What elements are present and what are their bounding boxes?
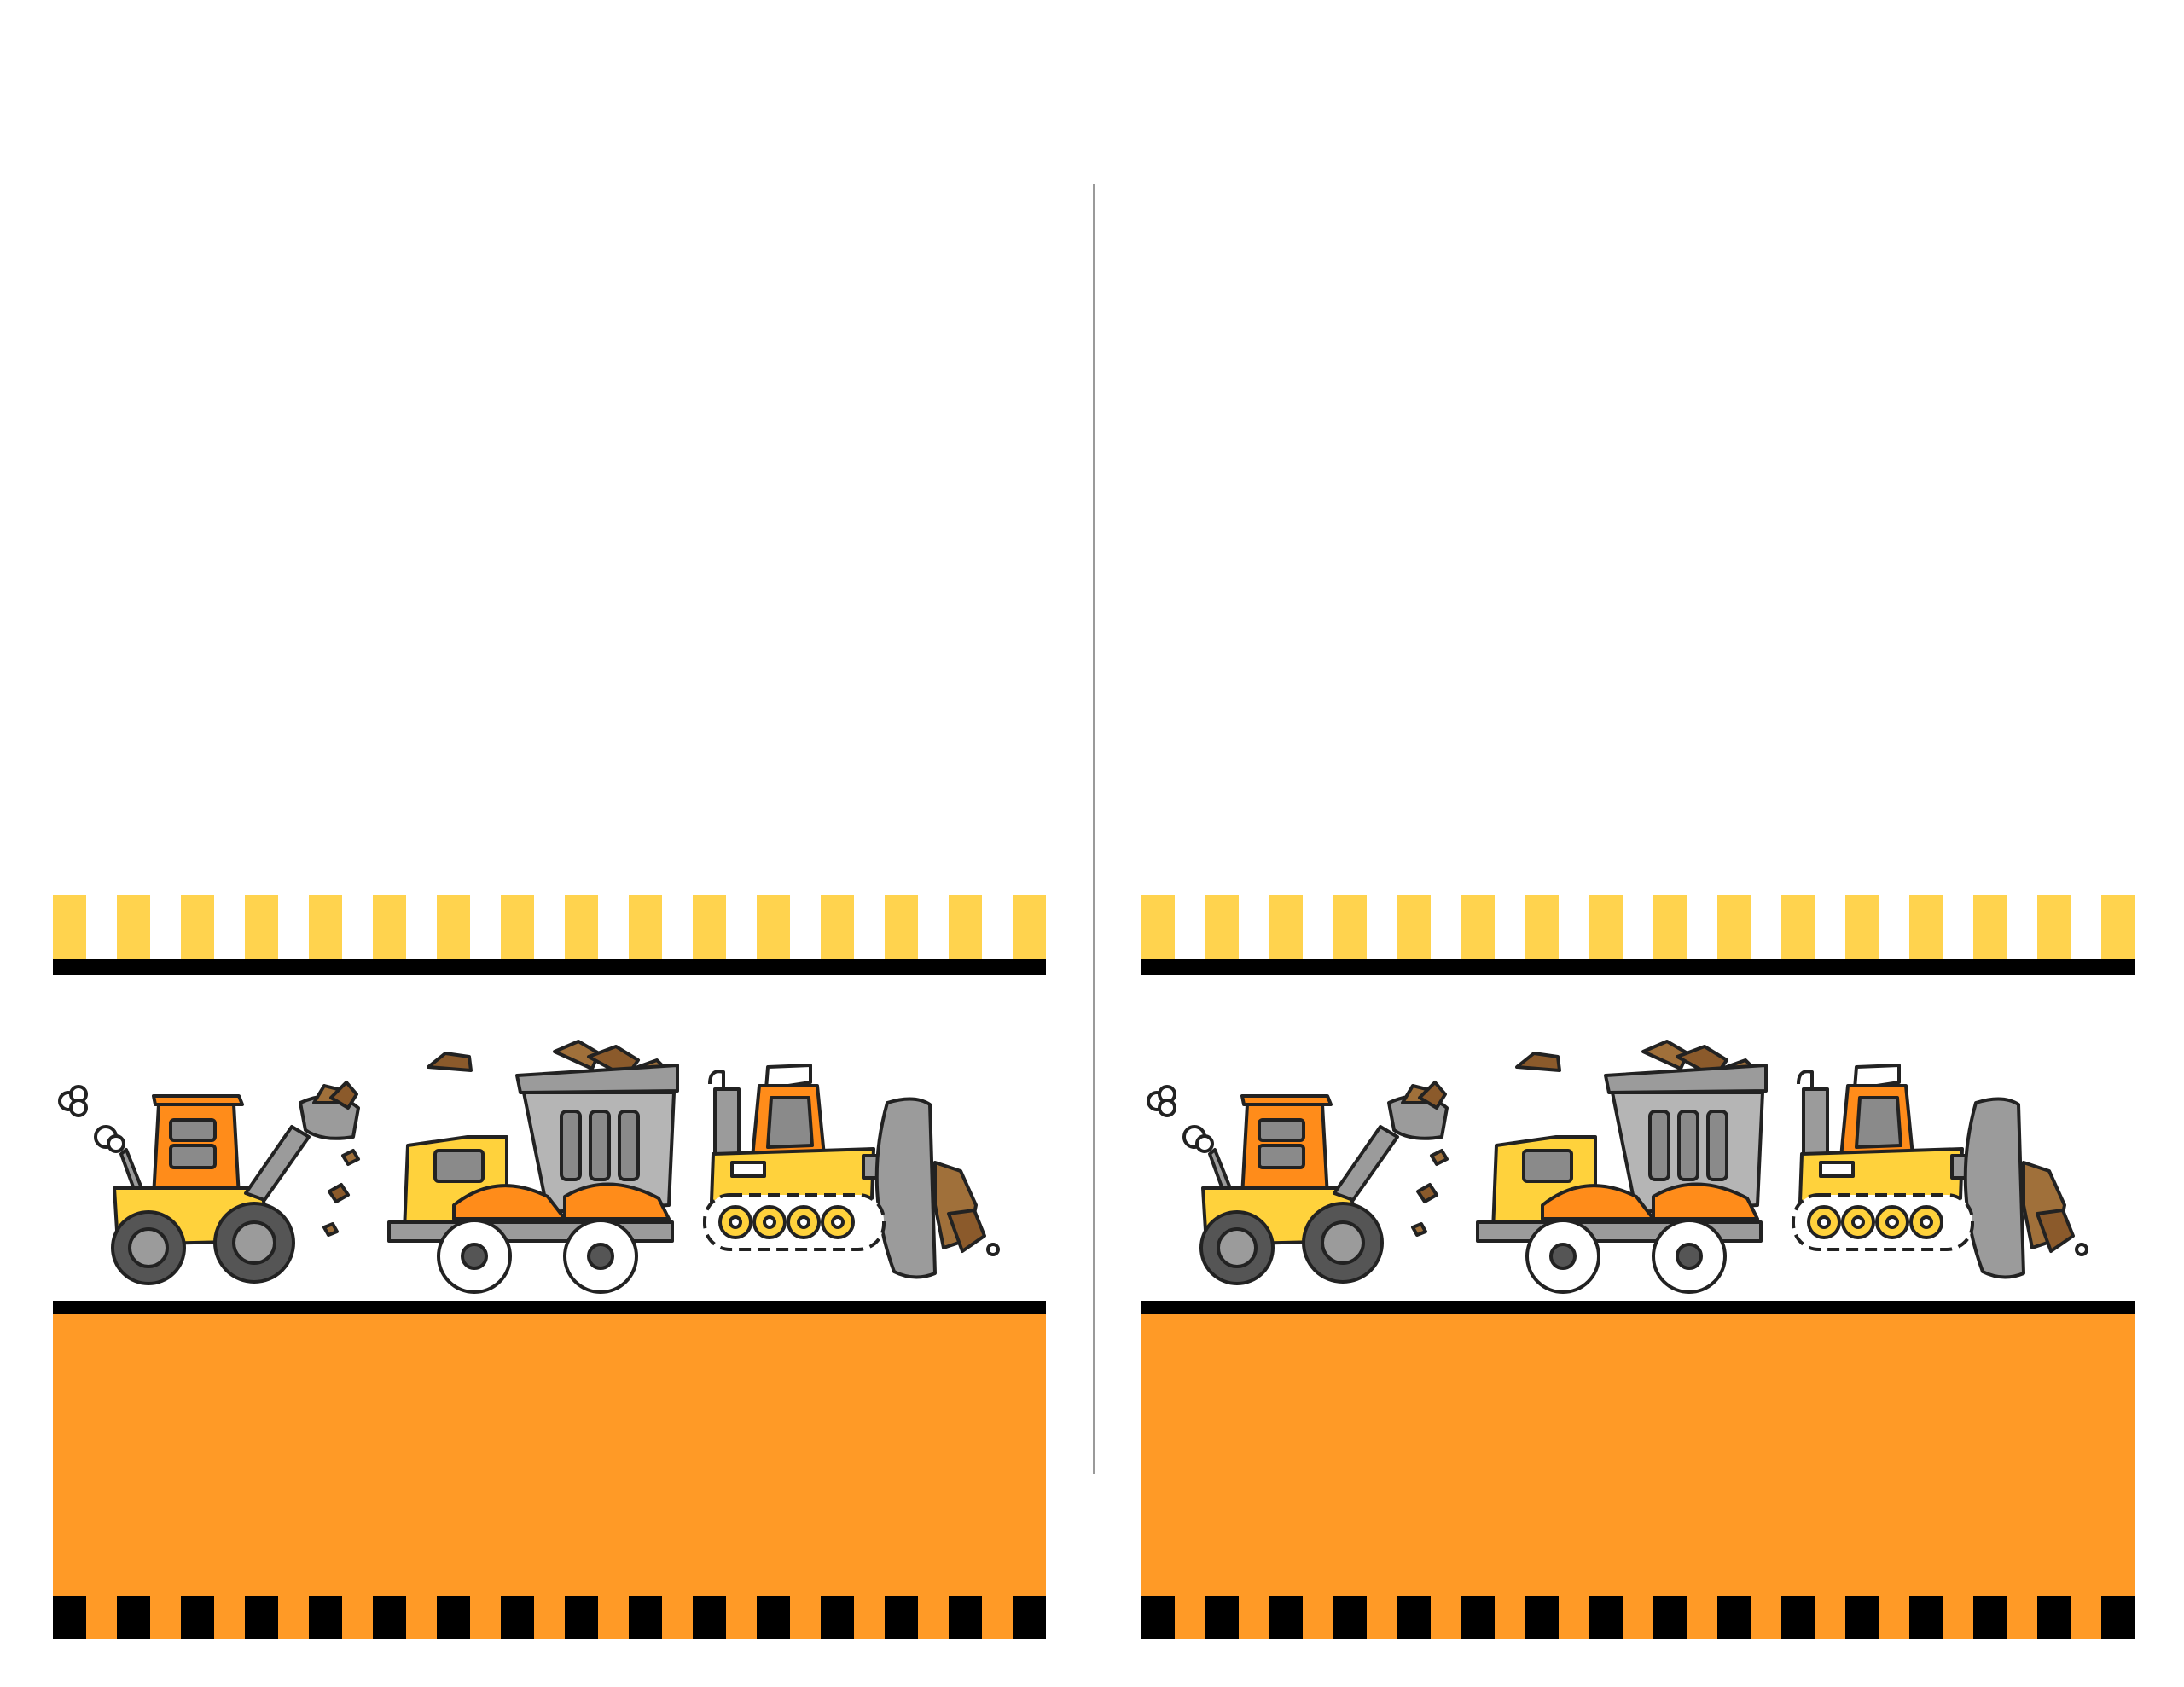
- checkered-border: [53, 1596, 1046, 1639]
- dump-truck-icon: [1476, 1040, 1768, 1294]
- fold-line: [1093, 184, 1095, 1474]
- bulldozer-icon: [1792, 1064, 2088, 1279]
- checkered-border: [1141, 1596, 2135, 1639]
- vehicles-svg: [58, 1040, 1000, 1294]
- orange-name-panel: [1141, 1314, 2135, 1596]
- black-rule-upper: [53, 959, 1046, 975]
- black-rule-lower: [1141, 1301, 2135, 1314]
- yellow-stripe-border: [1141, 895, 2135, 959]
- black-rule-lower: [53, 1301, 1046, 1314]
- wheel-loader-icon: [1147, 1081, 1449, 1285]
- tent-card-right: [1141, 895, 2135, 1639]
- wheel-loader-icon: [58, 1081, 360, 1285]
- vehicles-svg: [1147, 1040, 2088, 1294]
- black-rule-upper: [1141, 959, 2135, 975]
- bulldozer-icon: [703, 1064, 1000, 1279]
- construction-vehicles-illustration: [1141, 975, 2135, 1342]
- tent-card-left: [53, 895, 1046, 1639]
- construction-vehicles-illustration: [53, 975, 1046, 1342]
- yellow-stripe-border: [53, 895, 1046, 959]
- dump-truck-icon: [387, 1040, 679, 1294]
- orange-name-panel: [53, 1314, 1046, 1596]
